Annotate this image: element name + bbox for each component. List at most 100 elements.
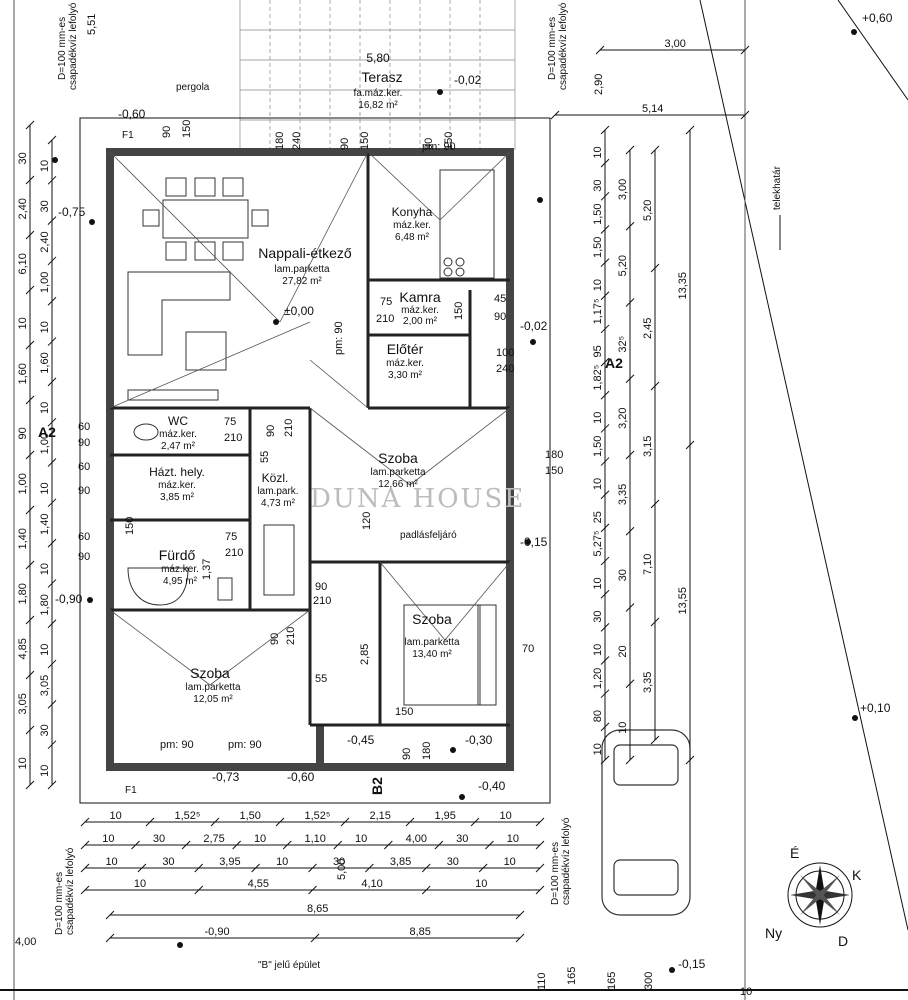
section-b2: B2: [369, 777, 385, 795]
dim-left-outer-tick: [25, 615, 35, 625]
room-floor-terasz: fa.máz.ker.: [354, 88, 403, 99]
dim-bottom-row-3-tick: [137, 863, 147, 873]
dim-right-b-label: 3,00: [617, 179, 629, 200]
opening-dim-label: 150: [181, 120, 193, 138]
opening-dim-label: 150: [545, 465, 563, 477]
dim-left-inner-label: 2,40: [39, 231, 51, 252]
room-floor-nappali: lam.parketta: [274, 264, 329, 275]
dim-bottom-row-1-tick: [470, 817, 480, 827]
room-floor-kozl: lam.park.: [257, 486, 298, 497]
dim-bottom-row-3-tick: [421, 863, 431, 873]
dim-bottom-row-5-tick: [105, 910, 115, 920]
room-area-kamra: 2,00 m²: [403, 316, 438, 327]
dim-left-outer-label: 4,85: [17, 638, 29, 659]
dim-bottom-row-3-tick: [80, 863, 90, 873]
dim-right-a-label: 10: [592, 644, 604, 656]
opening-dim-label: 90: [315, 581, 327, 593]
dim-left-inner-label: 10: [39, 402, 51, 414]
dim-right-b-tick: [625, 374, 635, 384]
dim-right-b-tick: [625, 755, 635, 765]
dim-bottom-row-1-tick: [145, 817, 155, 827]
dim-right-a-label: 10: [592, 279, 604, 291]
furniture: [127, 169, 497, 706]
dim-left-inner-label: 10: [39, 563, 51, 575]
svg-text:±0,00: ±0,00: [284, 304, 314, 318]
dim-right-a-label: 10: [592, 146, 604, 158]
dim-bottom-row-4-tick: [194, 885, 204, 895]
dim-left-inner-tick: [47, 579, 57, 588]
dim-right-a-tick: [600, 357, 610, 367]
dim-left-inner-tick: [47, 619, 57, 629]
dim-left-inner-label: 1,00: [39, 433, 51, 454]
dim-left-outer-label: 1,40: [17, 528, 29, 549]
dim-bottom-row-3-tick: [535, 863, 545, 873]
dim-right-a-tick: [600, 589, 610, 599]
dim-left-outer-label: 10: [17, 757, 29, 769]
room-floor-kamra: máz.ker.: [401, 305, 439, 316]
room-floor-furdo: máz.ker.: [161, 564, 199, 575]
dim-right-a-label: 30: [592, 179, 604, 191]
svg-text:-0,60: -0,60: [287, 770, 315, 784]
dim-right-a-label: 10: [592, 743, 604, 755]
dim-bottom-row-2-tick: [131, 840, 140, 850]
dim-right-d-label: 13,35: [677, 272, 689, 300]
dim-left-inner-label: 30: [39, 724, 51, 736]
dim-bottom-row-2-label: 2,75: [203, 833, 224, 845]
dim-left-outer-label: 3,05: [17, 693, 29, 714]
dim-bottom-row-4-tick: [421, 885, 431, 895]
opening-dim-label: 60: [78, 531, 90, 543]
room-area-terasz: 16,82 m²: [358, 100, 398, 111]
room-area-furdo: 4,95 m²: [163, 576, 198, 587]
dim-bottom-row-2-tick: [434, 840, 444, 850]
svg-text:-0,75: -0,75: [58, 205, 86, 219]
dim-right-a-label: 10: [592, 478, 604, 490]
drain-text-bottom-left-2: csapadékvíz lefolyó: [65, 847, 76, 935]
dim-left-inner-tick: [47, 256, 57, 266]
drain-text-bottom-right-1: D=100 mm-es: [550, 842, 561, 905]
car-outline: [601, 729, 691, 916]
dim-right-a-tick: [600, 722, 610, 732]
dim-bottom-misc-label: 110: [536, 972, 548, 990]
room-area-wc: 2,47 m²: [161, 441, 196, 452]
opening-dim-label: 2,85: [359, 644, 371, 665]
dim-left-outer-tick: [25, 340, 35, 350]
opening-dim-label: 90: [78, 437, 90, 449]
opening-dim-label: 150: [443, 132, 455, 150]
opening-dim-label: 120: [361, 512, 373, 530]
dim-right-c-tick: [650, 735, 660, 745]
drain-points: [52, 29, 858, 973]
dim-left-outer-label: 30: [17, 152, 29, 164]
dim-right-d-tick: [685, 440, 695, 450]
f1-tag-bottom: F1: [125, 785, 137, 796]
opening-dim-label: 210: [285, 627, 297, 645]
dim-bottom-row-3-label: 10: [105, 856, 117, 868]
section-a2-right: A2: [605, 355, 623, 371]
dim-right-a-tick: [600, 424, 610, 433]
dim-bottom-row-2-label: 10: [355, 833, 367, 845]
opening-dim-label: 180: [545, 449, 563, 461]
watermark: DUNA HOUSE: [310, 484, 525, 514]
dim-bottom-row-3-label: 3,95: [219, 856, 240, 868]
dim-left-outer-tick: [25, 285, 35, 295]
room-name-nappali: Nappali-étkező: [258, 245, 352, 261]
dim-left-outer-tick: [25, 230, 35, 240]
dim-right-a-label: 5,27⁵: [592, 530, 604, 556]
dim-right-a-tick: [600, 258, 610, 267]
dim-bottom-row-2-tick: [181, 840, 191, 850]
dim-right-a-label: 1,20: [592, 668, 604, 689]
dim-left-inner-label: 10: [39, 321, 51, 333]
dim-left-outer-tick: [25, 780, 35, 790]
dim-bottom-row-3-tick: [308, 863, 317, 873]
opening-dim-label: 55: [315, 673, 327, 685]
dim-bottom-row-2-label: 30: [456, 833, 468, 845]
opening-dim-label: 90: [161, 126, 173, 138]
dim-bottom-row-6-tick: [515, 933, 525, 943]
dim-right-a-tick: [600, 523, 610, 533]
opening-dim-label: 90: [269, 633, 281, 645]
dim-right-b-label: 3,35: [617, 484, 629, 505]
dim-bottom-row-2-tick: [383, 840, 393, 850]
plinth-outline: [79, 117, 551, 804]
dim-top-right-2-tick: [740, 110, 750, 120]
dim-bottom-row-3-tick: [478, 863, 488, 873]
